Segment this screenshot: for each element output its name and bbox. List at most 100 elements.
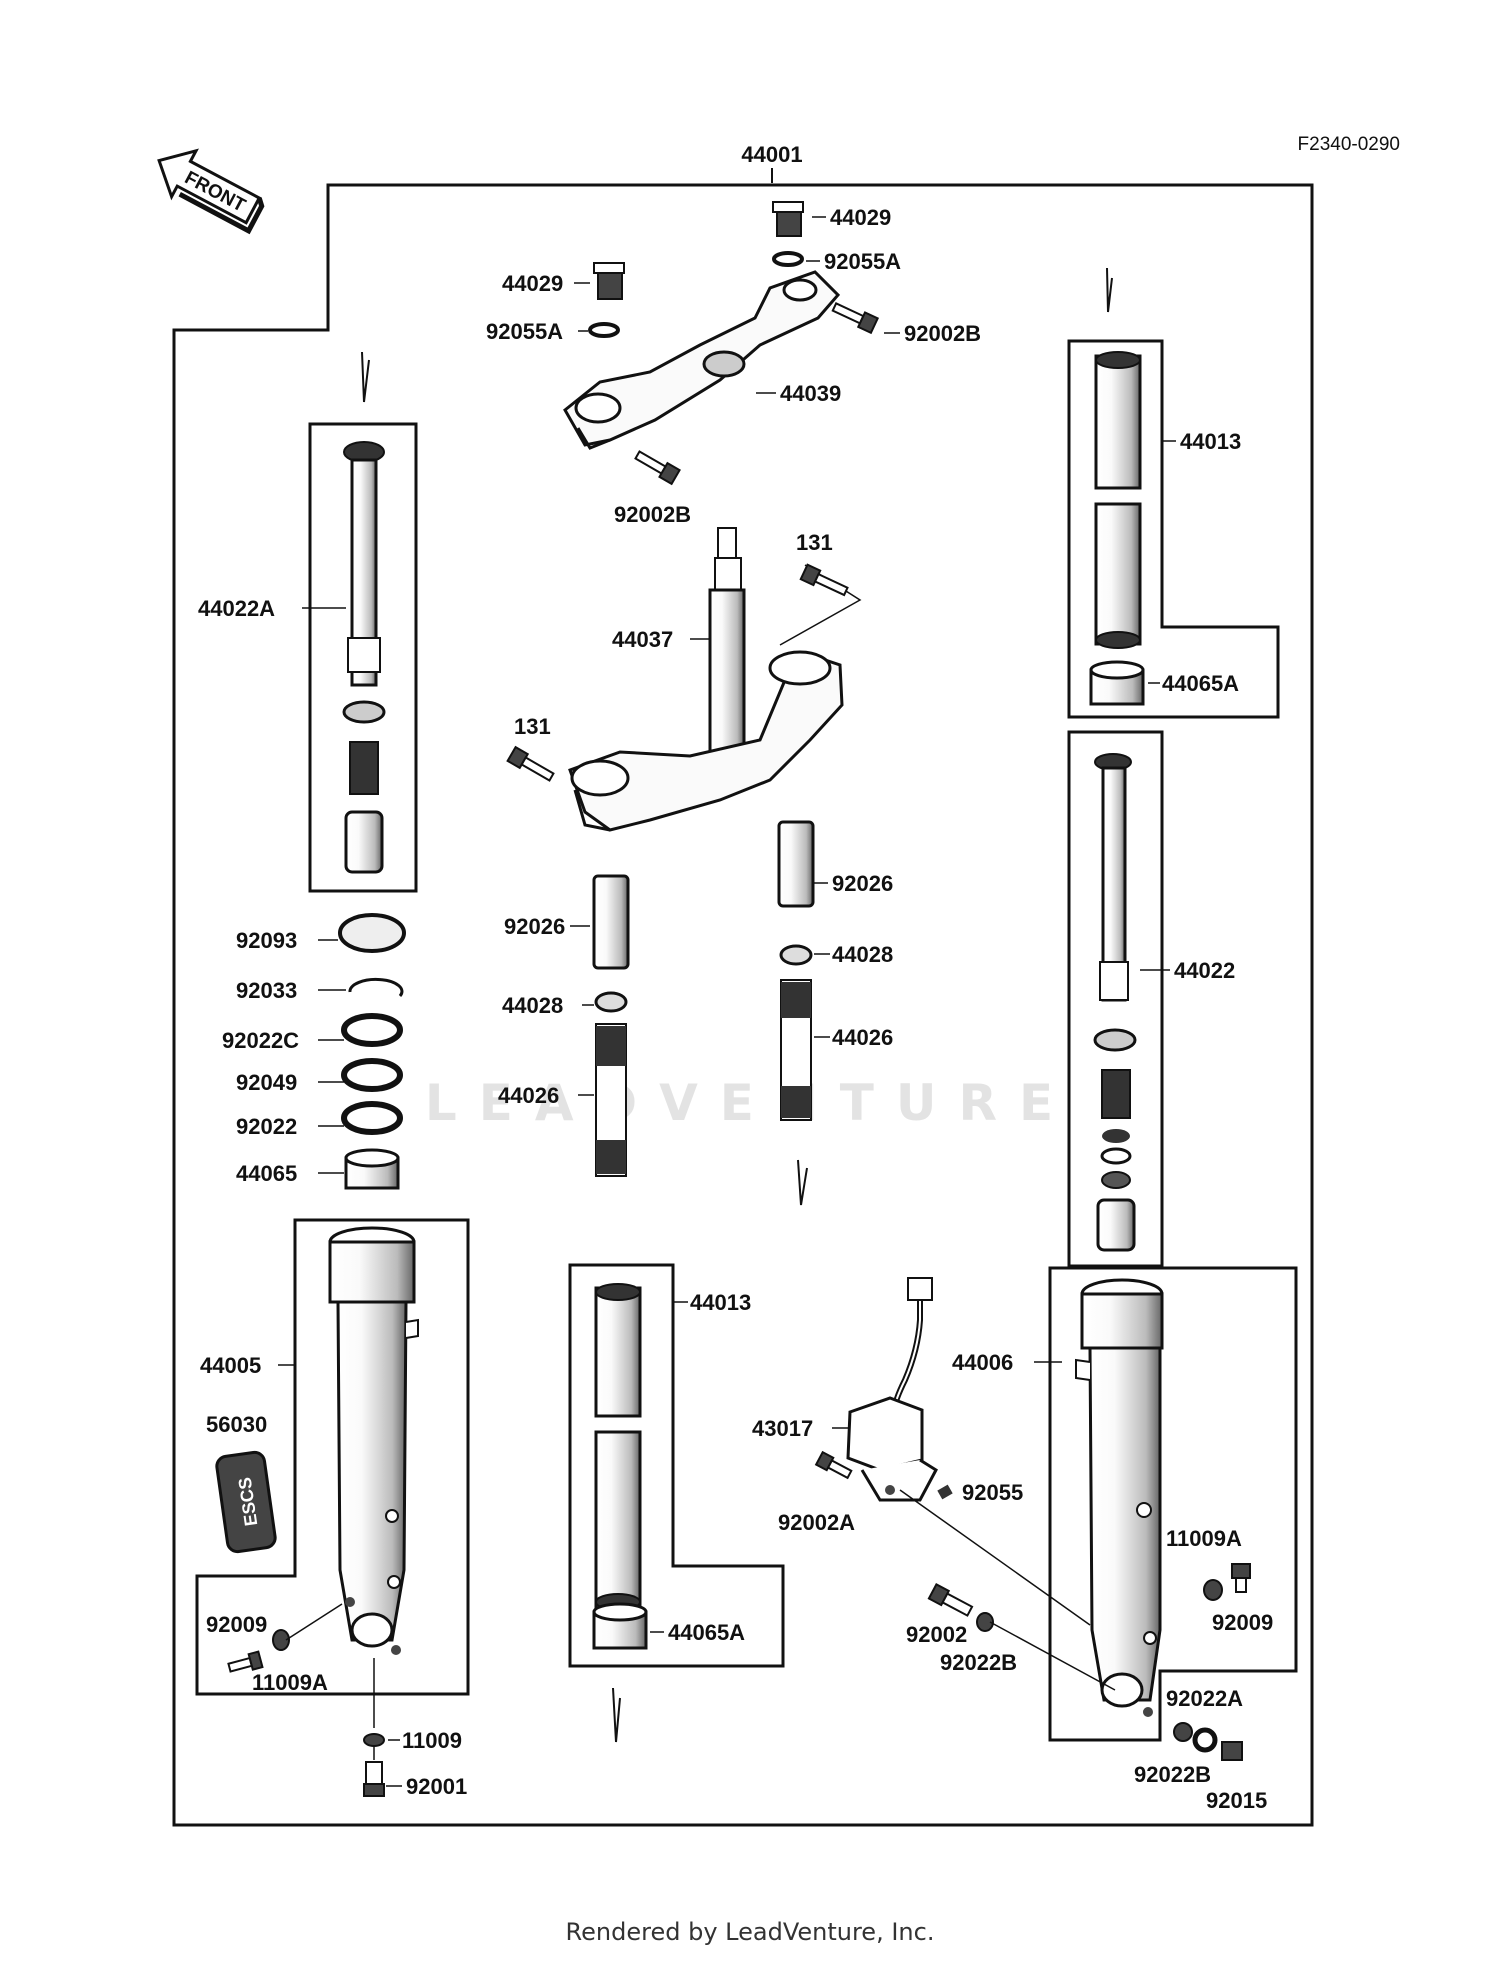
label-11009A-l: 11009A xyxy=(252,1670,328,1695)
label-92055A-l: 92055A xyxy=(486,319,563,344)
label-92055A-r: 92055A xyxy=(824,249,901,274)
bushing-44065 xyxy=(344,1148,400,1190)
label-43017: 43017 xyxy=(752,1416,813,1441)
valve-washer-a xyxy=(1102,1129,1130,1143)
inner-tube-44022A xyxy=(343,441,385,687)
label-11009: 11009 xyxy=(402,1728,462,1753)
label-56030: 56030 xyxy=(206,1412,267,1437)
front-arrow-icon: FRONT xyxy=(157,148,265,235)
washer-11009 xyxy=(363,1733,385,1747)
label-92002B-b: 92002B xyxy=(614,502,691,527)
label-44005: 44005 xyxy=(200,1353,261,1378)
label-92015: 92015 xyxy=(1206,1788,1267,1813)
label-92002B-r: 92002B xyxy=(904,321,981,346)
label-92022B-m: 92022B xyxy=(940,1650,1017,1675)
label-131-l: 131 xyxy=(514,714,551,739)
box-right-fork-inner xyxy=(1067,730,1164,1268)
box-left-outer-tube xyxy=(195,1218,470,1696)
bolt-92002B-right xyxy=(831,302,880,335)
cap-bolt-right xyxy=(772,201,804,237)
oil-seal-92022C xyxy=(341,1013,403,1047)
label-44029-r: 44029 xyxy=(830,205,891,230)
bushing-44065A-center xyxy=(592,1602,648,1650)
bolt-131-left xyxy=(506,745,555,782)
label-44039: 44039 xyxy=(780,381,841,406)
washer-92022B-right xyxy=(1192,1727,1218,1753)
label-44065A-r: 44065A xyxy=(1162,671,1239,696)
washer-11009A-left xyxy=(272,1629,290,1651)
washer-92022 xyxy=(341,1101,403,1135)
label-92026-r: 92026 xyxy=(832,871,893,896)
washer-11009A-right xyxy=(1203,1579,1223,1601)
washer-92022A xyxy=(1173,1722,1193,1742)
spacer-92026-right xyxy=(777,820,815,908)
rebound-spring-left xyxy=(349,741,379,795)
plug-92055 xyxy=(937,1484,953,1500)
spring-44026-left xyxy=(595,1023,627,1177)
piston-ring-left xyxy=(342,700,386,724)
label-44026-l: 44026 xyxy=(498,1083,559,1108)
label-44026-r: 44026 xyxy=(832,1025,893,1050)
outer-tube-44005 xyxy=(328,1226,419,1655)
label-44022: 44022 xyxy=(1174,958,1235,983)
spring-44026-right xyxy=(780,979,812,1121)
assembly-border xyxy=(172,183,1314,1827)
outer-tube-44006 xyxy=(1075,1278,1164,1717)
outer-tube-44013-right xyxy=(1094,351,1142,649)
seat-44028-right xyxy=(779,944,813,966)
decal-56030: ESCS xyxy=(215,1450,277,1554)
o-ring-92055A-right xyxy=(772,251,804,267)
label-44028-l: 44028 xyxy=(502,993,563,1018)
label-44028-r: 44028 xyxy=(832,942,893,967)
oil-lock-piece-left xyxy=(344,810,384,874)
footer-credit: Rendered by LeadVenture, Inc. xyxy=(565,1918,935,1946)
label-44013-r: 44013 xyxy=(1180,429,1241,454)
box-center-tube xyxy=(568,1263,785,1668)
inner-tube-44022 xyxy=(1094,753,1132,1002)
label-92093: 92093 xyxy=(236,928,297,953)
outer-tube-44013-center xyxy=(594,1283,642,1611)
label-44006: 44006 xyxy=(952,1350,1013,1375)
cap-bolt-left xyxy=(593,262,625,300)
bolt-92009-right xyxy=(1231,1563,1251,1593)
label-92055: 92055 xyxy=(962,1480,1023,1505)
label-92001: 92001 xyxy=(406,1774,467,1799)
label-11009A-r: 11009A xyxy=(1166,1526,1242,1551)
bolt-92002 xyxy=(927,1583,974,1617)
watermark: LEADVENTURE xyxy=(425,1074,1075,1132)
label-92022A: 92022A xyxy=(1166,1686,1243,1711)
label-44065A-b: 44065A xyxy=(668,1620,745,1645)
label-92002: 92002 xyxy=(906,1622,967,1647)
bolt-131-top xyxy=(799,563,849,597)
spacer-92026-left xyxy=(592,874,630,970)
bushing-44065A-right xyxy=(1089,660,1145,706)
label-44013-b: 44013 xyxy=(690,1290,751,1315)
label-92022: 92022 xyxy=(236,1114,297,1139)
label-92022C: 92022C xyxy=(222,1028,299,1053)
oil-lock-piece-right xyxy=(1096,1198,1136,1252)
seat-44028-left xyxy=(594,991,628,1013)
box-right-outer-tube xyxy=(1048,1266,1298,1742)
o-ring-92055A-left xyxy=(588,322,620,338)
piston-ring-right xyxy=(1093,1028,1137,1052)
label-131-t: 131 xyxy=(796,530,833,555)
label-92009-r: 92009 xyxy=(1212,1610,1273,1635)
washer-92049 xyxy=(341,1058,403,1092)
label-44065: 44065 xyxy=(236,1161,297,1186)
label-92026-l: 92026 xyxy=(504,914,565,939)
upper-bracket-44039 xyxy=(563,270,841,450)
valve-washer-c xyxy=(1101,1171,1131,1189)
bolt-92002A xyxy=(814,1450,853,1480)
label-92049: 92049 xyxy=(236,1070,297,1095)
label-44022A: 44022A xyxy=(198,596,275,621)
rebound-spring-right xyxy=(1101,1069,1131,1119)
label-92033: 92033 xyxy=(236,978,297,1003)
sensor-43017 xyxy=(846,1277,938,1502)
label-92009-l: 92009 xyxy=(206,1612,267,1637)
assembly-number: 44001 xyxy=(741,142,802,167)
figure-code: F2340-0290 xyxy=(1298,134,1400,155)
stem-bracket-44037 xyxy=(568,527,844,832)
bolt-92009-left xyxy=(227,1650,264,1673)
